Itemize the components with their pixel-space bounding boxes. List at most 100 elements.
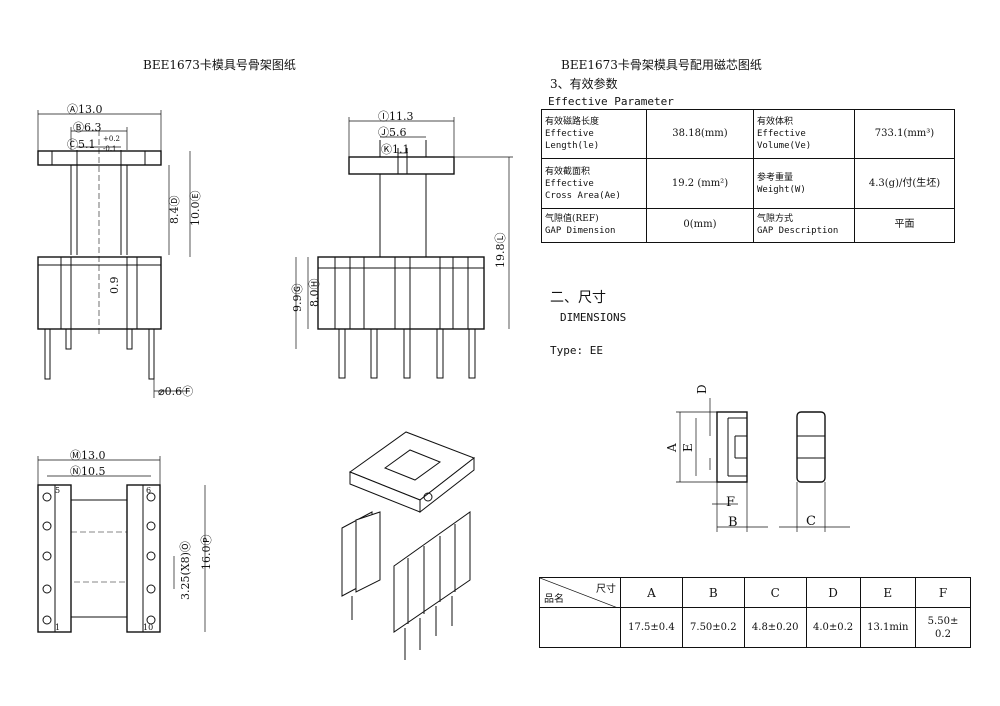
dim-header: D	[805, 577, 861, 608]
product-name-cell	[539, 607, 621, 648]
pin	[126, 328, 133, 350]
bobbin-front-view	[37, 110, 191, 398]
param-label-en: GAP Dimension	[545, 226, 616, 237]
dim-h-label: 8.0Ⓗ	[308, 279, 321, 308]
bottom-flange	[37, 256, 162, 330]
param-value: 733.1(mm³)	[854, 108, 955, 160]
param-label-en: Volume(Ve)	[757, 141, 812, 152]
section3-heading: 3、有效参数	[550, 77, 618, 91]
core-side-view	[716, 411, 748, 483]
param-label-cn: 参考重量	[757, 172, 794, 183]
core-dim-d: D	[695, 384, 709, 394]
dim-i-label: Ⓘ11.3	[378, 110, 414, 123]
dim-value: 4.0±0.2	[805, 607, 861, 648]
table-row: 有效磁路长度 Effective Length(le) 38.18(mm) 有效…	[541, 108, 955, 160]
bobbin-side-view	[295, 117, 513, 379]
pin-number-10: 10	[143, 623, 153, 632]
table-row: 有效截面积 Effective Cross Area(Ae) 19.2 (mm²…	[541, 158, 955, 209]
section3-subheading: Effective Parameter	[548, 95, 674, 108]
dim-a-label: Ⓐ13.0	[67, 103, 103, 116]
pin-number-1: 1	[55, 623, 60, 632]
core-dim-a: A	[665, 443, 679, 453]
core-dim-c: C	[806, 514, 816, 529]
pin	[436, 328, 444, 379]
dimensions-table: 尺寸 品名 A B C D E F 17.5±0.4 7.50±0.2 4.8±…	[539, 577, 971, 648]
corner-bottom-label: 品名	[544, 594, 564, 605]
dim-value: 4.8±0.20	[743, 607, 807, 648]
table-row: 气隙值(REF) GAP Dimension 0(mm) 气隙方式 GAP De…	[541, 207, 955, 244]
dim-header: B	[681, 577, 745, 608]
dim-value: 17.5±0.4	[620, 607, 683, 648]
pin-row-left	[37, 484, 72, 633]
dim-value: 7.50±0.2	[681, 607, 745, 648]
core-front-view	[796, 411, 826, 483]
param-label-cell: 有效体积 Effective Volume(Ve)	[753, 108, 855, 160]
param-label-cell: 气隙值(REF) GAP Dimension	[541, 207, 647, 244]
top-flange	[37, 150, 162, 166]
pin-number-6: 6	[146, 486, 151, 495]
dim-c-tol-top: +0.2	[103, 135, 120, 143]
pin	[44, 328, 51, 380]
dim-k-label: Ⓚ1.1	[381, 143, 410, 156]
dim-d-label: 8.4Ⓓ	[168, 196, 181, 225]
core-type-label: Type: EE	[550, 344, 603, 357]
dim-value: 13.1min	[859, 607, 917, 648]
pin	[148, 328, 155, 380]
param-label-en: Effective	[545, 178, 594, 189]
param-value: 38.18(mm)	[646, 108, 754, 160]
bobbin-bottom-view	[37, 456, 206, 633]
param-label-en: Cross Area(Ae)	[545, 190, 621, 201]
dim-value: 5.50± 0.2	[915, 607, 971, 648]
param-label-cell: 有效截面积 Effective Cross Area(Ae)	[541, 158, 647, 209]
param-value: 0(mm)	[646, 207, 754, 244]
param-label-cell: 有效磁路长度 Effective Length(le)	[541, 108, 647, 160]
section2-heading: 二、尺寸	[550, 290, 606, 306]
pin-number-5: 5	[55, 486, 60, 495]
dim-header: F	[915, 577, 971, 608]
param-value: 平面	[854, 207, 955, 244]
dim-f-label: ⌀0.6Ⓕ	[158, 385, 193, 398]
pin	[403, 328, 411, 379]
param-label-cn: 有效截面积	[545, 166, 591, 177]
dim-j-label: Ⓙ5.6	[378, 126, 407, 139]
dim-o-label: 3.25(X8)Ⓞ	[179, 541, 192, 600]
dim-header: C	[743, 577, 807, 608]
table-header-row: 尺寸 品名 A B C D E F	[539, 577, 971, 608]
param-label-cn: 有效体积	[757, 117, 794, 128]
core-dim-b: B	[728, 515, 738, 530]
corner-cell: 尺寸 品名	[539, 577, 621, 608]
core-drawing	[676, 398, 850, 532]
pin	[468, 328, 476, 379]
section2-subheading: DIMENSIONS	[560, 311, 627, 324]
pin	[370, 328, 378, 379]
param-label-cn: 气隙方式	[757, 214, 794, 225]
param-label-cn: 气隙值(REF)	[545, 214, 599, 225]
corner-diagonal	[540, 578, 618, 608]
bobbin-isometric-view	[341, 431, 476, 660]
dim-g-label: 9.9Ⓖ	[291, 284, 304, 313]
dim-header: E	[859, 577, 917, 608]
param-label-en: Length(le)	[545, 141, 600, 152]
dim-e-label: 10.0Ⓔ	[189, 191, 202, 227]
corner-top-label: 尺寸	[596, 584, 616, 595]
core-outline	[70, 531, 128, 583]
pin-gap-label: 0.9	[108, 277, 121, 295]
right-title: BEE1673卡骨架模具号配用磁芯图纸	[561, 58, 762, 72]
param-label-en: Effective	[757, 129, 806, 140]
pin-holes-right	[146, 492, 156, 625]
dim-b-label: Ⓑ6.3	[73, 121, 102, 134]
table-row: 17.5±0.4 7.50±0.2 4.8±0.20 4.0±0.2 13.1m…	[539, 607, 971, 648]
param-value: 19.2 (mm²)	[646, 158, 754, 209]
effective-parameter-table: 有效磁路长度 Effective Length(le) 38.18(mm) 有效…	[541, 108, 955, 244]
param-label-en: Effective	[545, 129, 594, 140]
dim-m-label: Ⓜ13.0	[70, 449, 106, 462]
left-title: BEE1673卡模具号骨架图纸	[143, 58, 296, 72]
pin	[338, 328, 346, 379]
dim-c-tol-bottom: -0.1	[103, 145, 117, 153]
pin-row-right	[126, 484, 161, 633]
dim-header: A	[620, 577, 683, 608]
param-label-cell: 参考重量 Weight(W)	[753, 158, 855, 209]
dim-p-label: 16.0Ⓟ	[200, 535, 213, 571]
core-dim-e: E	[681, 443, 695, 452]
top-flange	[348, 156, 455, 175]
